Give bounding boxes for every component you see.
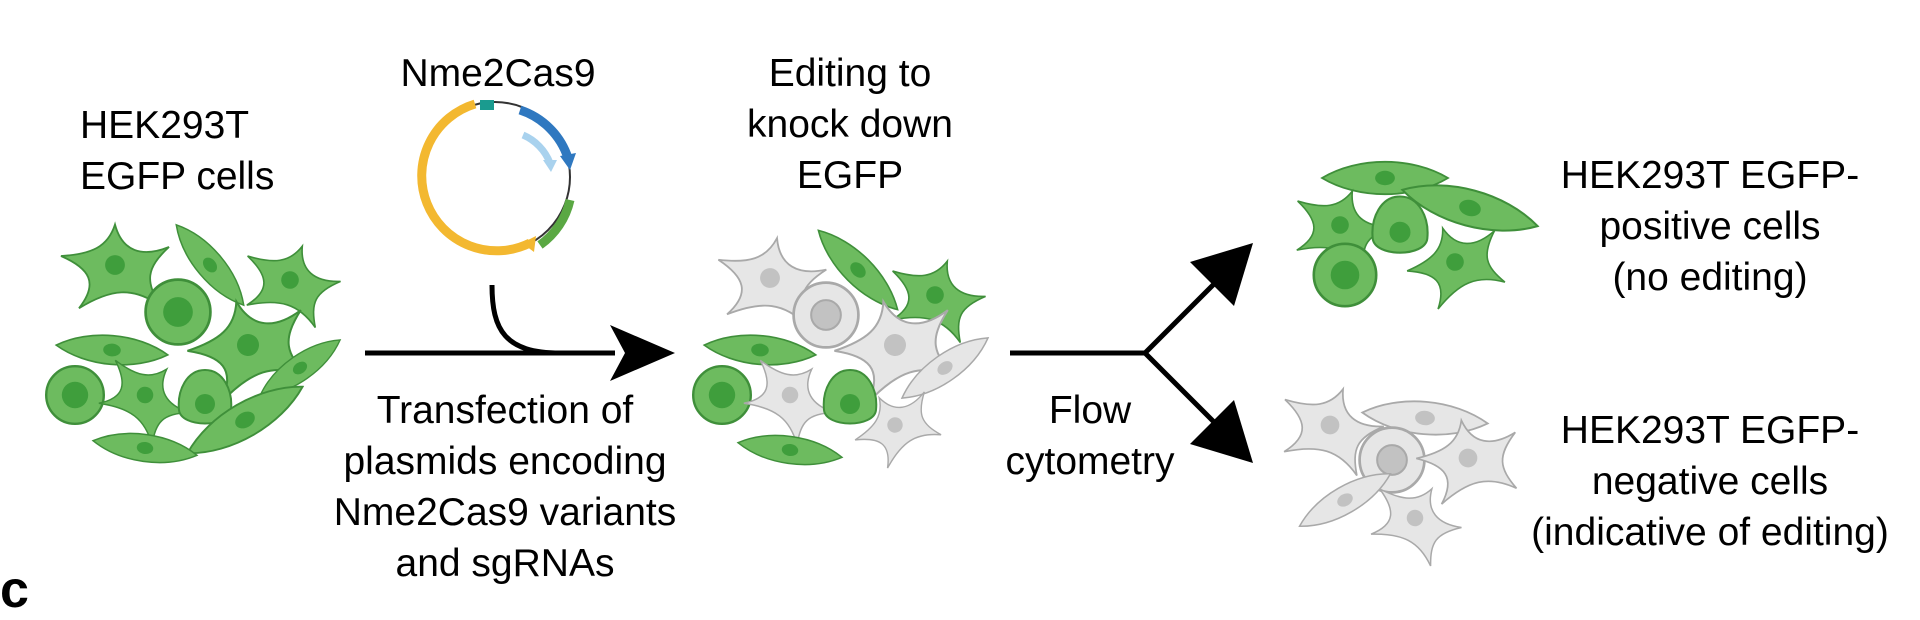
edited-line-1: Editing to (768, 52, 932, 95)
flow-line-1: Flow (1048, 389, 1132, 432)
positive-line-1: HEK293T EGFP- (1560, 154, 1860, 197)
start-cells-line-1: HEK293T (80, 104, 250, 147)
negative-line-1: HEK293T EGFP- (1560, 409, 1860, 452)
positive-line-2: positive cells (1599, 205, 1821, 248)
flow-line-2: cytometry (1005, 440, 1175, 483)
panel-letter: c (0, 561, 29, 619)
transfection-line-4: and sgRNAs (395, 542, 615, 585)
edited-cell-cluster (692, 219, 997, 476)
positive-cell-cluster (1280, 160, 1544, 316)
start-cells-label: HEK293T EGFP cells (80, 100, 320, 202)
egfp-cell-cluster (44, 215, 349, 470)
edited-cells-label: Editing to knock down EGFP (715, 48, 985, 201)
plasmid-label: Nme2Cas9 (400, 52, 596, 95)
edited-line-2: knock down (747, 103, 953, 146)
negative-line-3: (indicative of editing) (1531, 511, 1889, 554)
plasmid-map (417, 99, 576, 256)
transfection-line-2: plasmids encoding (343, 440, 667, 483)
edited-line-3: EGFP (796, 154, 904, 197)
transfection-arrow (365, 284, 675, 381)
start-cells-line-2: EGFP cells (80, 155, 275, 198)
transfection-line-1: Transfection of (376, 389, 634, 432)
workflow-diagram (44, 99, 1544, 573)
negative-line-2: negative cells (1591, 460, 1829, 503)
negative-cell-cluster (1267, 370, 1527, 573)
transfection-line-3: Nme2Cas9 variants (333, 491, 677, 534)
positive-cells-label: HEK293T EGFP- positive cells (no editing… (1510, 150, 1910, 303)
transfection-label: Transfection of plasmids encoding Nme2Ca… (305, 385, 705, 589)
negative-cells-label: HEK293T EGFP- negative cells (indicative… (1500, 405, 1920, 558)
flow-cytometry-label: Flow cytometry (985, 385, 1195, 487)
flow-cytometry-arrow (1010, 243, 1253, 463)
positive-line-3: (no editing) (1612, 256, 1808, 299)
